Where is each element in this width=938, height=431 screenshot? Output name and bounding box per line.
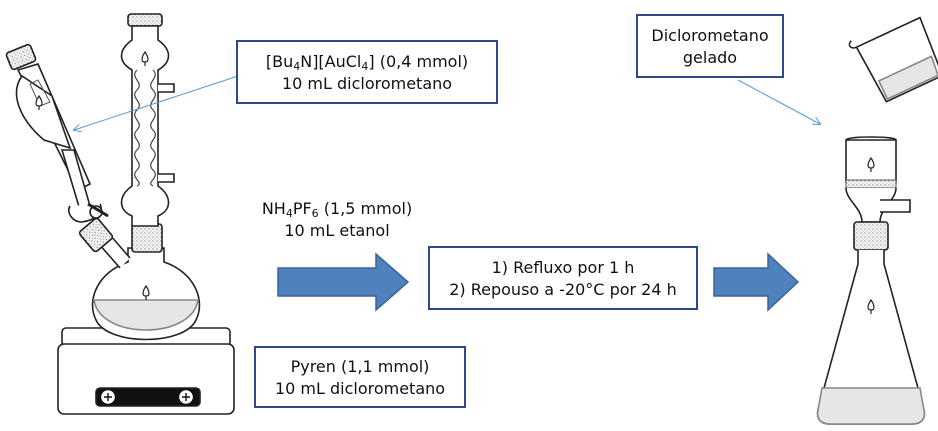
step-2: 2) Repouso a -20°C por 24 h bbox=[449, 280, 677, 299]
hotplate-stirrer-icon bbox=[57, 327, 235, 415]
step-1: 1) Refluxo por 1 h bbox=[491, 258, 635, 277]
wash-solvent-line1: Diclorometano bbox=[651, 26, 769, 45]
pouring-beaker-icon bbox=[848, 16, 938, 103]
erlenmeyer-flask-icon bbox=[816, 221, 926, 425]
wash-solvent-box: Diclorometano gelado bbox=[636, 14, 784, 78]
steps-box: 1) Refluxo por 1 h 2) Repouso a -20°C po… bbox=[428, 246, 698, 310]
wash-solvent-line2: gelado bbox=[682, 48, 738, 67]
process-arrow-1 bbox=[277, 252, 410, 312]
reagent-leader-line bbox=[74, 75, 239, 130]
pyren-solvent-line: 10 mL diclorometano bbox=[274, 379, 446, 398]
addition-funnel-icon bbox=[5, 43, 109, 223]
nh4pf6-solvent-line: 10 mL etanol bbox=[284, 221, 390, 240]
round-bottom-flask-icon bbox=[78, 217, 201, 341]
nh4pf6-label: NH4PF6 (1,5 mmol) 10 mL etanol bbox=[236, 198, 438, 242]
filter-setup-icon bbox=[816, 16, 938, 425]
reagent-solvent-line: 10 mL diclorometano bbox=[281, 74, 453, 93]
reagent-box: [Bu4N][AuCl4] (0,4 mmol) 10 mL diclorome… bbox=[236, 40, 498, 104]
reagent-formula-line: [Bu4N][AuCl4] (0,4 mmol) bbox=[265, 52, 469, 73]
reflux-apparatus-icon bbox=[5, 13, 235, 415]
process-arrow-2 bbox=[713, 252, 800, 312]
nh4pf6-formula-line: NH4PF6 (1,5 mmol) bbox=[261, 199, 413, 220]
condenser-icon bbox=[120, 13, 175, 227]
wash-leader-line bbox=[737, 79, 820, 124]
pyren-box: Pyren (1,1 mmol) 10 mL diclorometano bbox=[254, 346, 466, 408]
filter-funnel-icon bbox=[845, 136, 911, 223]
pyren-amount-line: Pyren (1,1 mmol) bbox=[290, 357, 430, 376]
